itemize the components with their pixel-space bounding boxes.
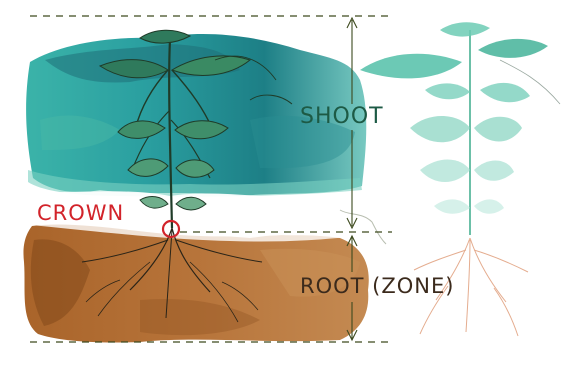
crown-label: CROWN <box>37 201 124 225</box>
root-zone-label: ROOT (ZONE) <box>300 274 454 298</box>
shoot-label: SHOOT <box>300 104 384 129</box>
